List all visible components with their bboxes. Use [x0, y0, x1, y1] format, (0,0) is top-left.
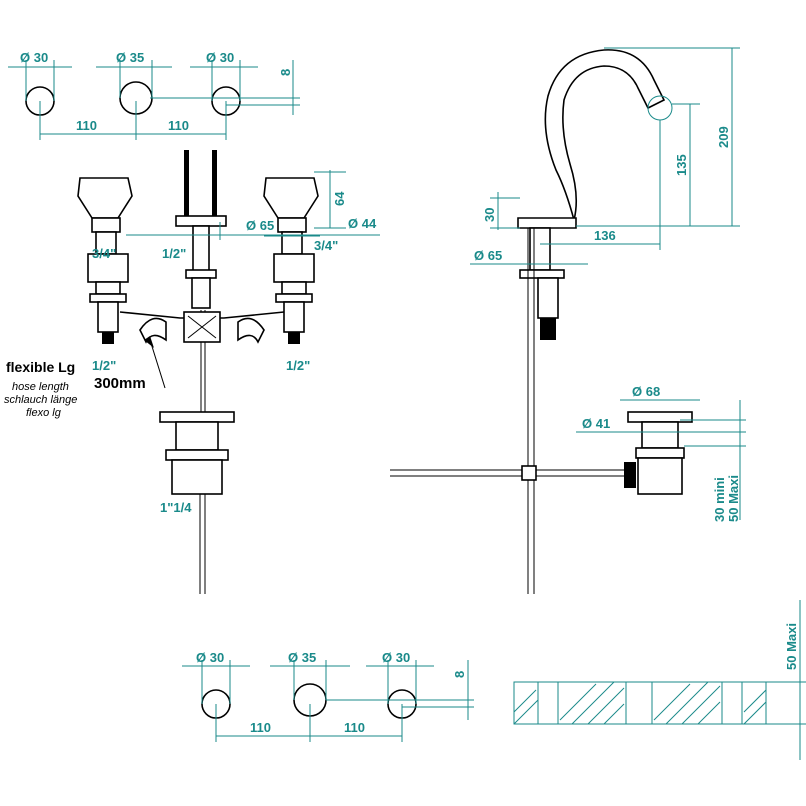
waste-dia-body-label: Ø 41	[582, 416, 610, 431]
waste-thread-label: 1"1/4	[160, 500, 192, 515]
side-view: 209 135 136 30 Ø 65	[470, 47, 740, 594]
bottom-dia-center: Ø 35	[288, 650, 316, 665]
dia-right-label: Ø 30	[206, 50, 234, 65]
hose-note: flexible Lg hose length schlauch länge f…	[4, 359, 146, 419]
hose-line1: hose length	[12, 381, 69, 393]
bottom-spacing-right: 110	[344, 720, 365, 735]
hose-line2: schlauch länge	[4, 394, 77, 406]
height-label: 8	[278, 69, 293, 76]
waste-view: Ø 68 Ø 41 30 mini 50 Maxi	[390, 384, 746, 522]
dia-left-label: Ø 30	[20, 50, 48, 65]
spacing-left-label: 110	[76, 118, 97, 133]
hose-line3: flexo lg	[26, 407, 62, 419]
bottom-plan-view: Ø 30 Ø 35 Ø 30 110 110 8	[182, 650, 474, 742]
waste-dia-top-label: Ø 68	[632, 384, 660, 399]
spacing-right-label: 110	[168, 118, 189, 133]
dia-center-label: Ø 35	[116, 50, 144, 65]
deck-max-label: 50 Maxi	[784, 623, 799, 670]
bottom-spacing-left: 110	[250, 720, 271, 735]
hose-title: flexible Lg	[6, 359, 75, 375]
deck-section: 50 Maxi	[513, 600, 806, 760]
right-outlet-label: 1/2"	[286, 358, 310, 373]
right-thread-label: 3/4"	[314, 238, 338, 253]
hose-length: 300mm	[94, 375, 146, 392]
spout-height-label: 135	[674, 154, 689, 176]
bottom-dia-left: Ø 30	[196, 650, 224, 665]
right-handle	[263, 177, 319, 219]
total-height-label: 209	[716, 126, 731, 148]
top-plan-view: Ø 30 Ø 35 Ø 30 110 110 8	[8, 50, 300, 140]
left-handle	[77, 177, 133, 219]
bottom-dia-right: Ø 30	[382, 650, 410, 665]
waste-max-label: 50 Maxi	[726, 475, 741, 522]
base-dia-label: Ø 65	[474, 248, 502, 263]
reach-label: 136	[594, 228, 616, 243]
dia-handle-label: Ø 44	[348, 216, 377, 231]
base-height-label: 30	[482, 208, 497, 222]
left-outlet-label: 1/2"	[92, 358, 116, 373]
handle-height-label: 64	[332, 191, 347, 206]
waste-min-label: 30 mini	[712, 477, 727, 522]
dia-base-label: Ø 65	[246, 218, 274, 233]
left-thread-label: 3/4"	[92, 246, 116, 261]
front-view: 3/4" 1/2" 3/4" Ø 65 Ø 44 64 1/2" 1/2" 1"…	[77, 150, 380, 594]
bottom-height-label: 8	[452, 671, 467, 678]
center-thread-label: 1/2"	[162, 246, 186, 261]
